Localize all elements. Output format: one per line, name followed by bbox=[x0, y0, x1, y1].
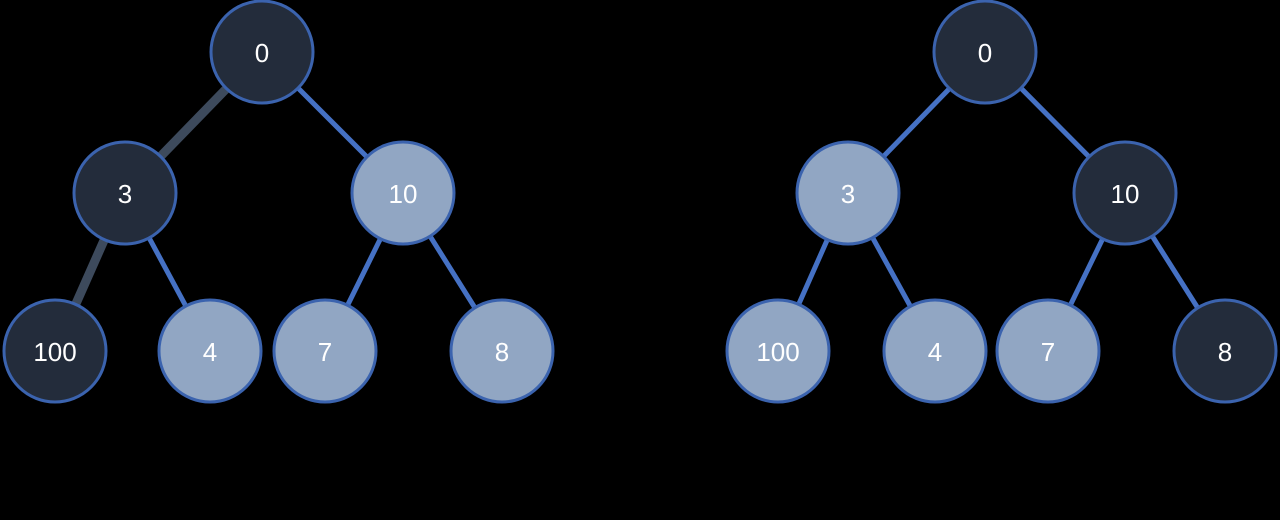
tree-node-7[interactable]: 7 bbox=[995, 298, 1101, 404]
node-circle[interactable] bbox=[72, 140, 178, 246]
tree-node-100[interactable]: 100 bbox=[2, 298, 108, 404]
node-label: 8 bbox=[495, 337, 509, 367]
left-binary-tree-nodes: 0 3 10 100 4 7 8 bbox=[2, 0, 555, 404]
node-label: 3 bbox=[118, 179, 132, 209]
node-circle[interactable] bbox=[725, 298, 831, 404]
node-circle[interactable] bbox=[209, 0, 315, 105]
tree-node-100[interactable]: 100 bbox=[725, 298, 831, 404]
tree-node-4[interactable]: 4 bbox=[882, 298, 988, 404]
right-binary-tree-nodes: 0 3 10 100 4 7 8 bbox=[725, 0, 1278, 404]
node-label: 0 bbox=[255, 38, 269, 68]
node-layer: 0 3 10 100 4 7 8 0 3 10 100 4 7 8 bbox=[2, 0, 1278, 404]
node-label: 4 bbox=[928, 337, 942, 367]
tree-node-8[interactable]: 8 bbox=[449, 298, 555, 404]
node-label: 10 bbox=[389, 179, 418, 209]
node-circle[interactable] bbox=[1072, 140, 1178, 246]
node-circle[interactable] bbox=[882, 298, 988, 404]
tree-node-4[interactable]: 4 bbox=[157, 298, 263, 404]
node-label: 8 bbox=[1218, 337, 1232, 367]
node-label: 7 bbox=[1041, 337, 1055, 367]
tree-node-10[interactable]: 10 bbox=[350, 140, 456, 246]
tree-node-8[interactable]: 8 bbox=[1172, 298, 1278, 404]
tree-node-3[interactable]: 3 bbox=[72, 140, 178, 246]
tree-node-0[interactable]: 0 bbox=[932, 0, 1038, 105]
node-label: 100 bbox=[33, 337, 76, 367]
tree-node-10[interactable]: 10 bbox=[1072, 140, 1178, 246]
node-circle[interactable] bbox=[1172, 298, 1278, 404]
node-circle[interactable] bbox=[2, 298, 108, 404]
node-circle[interactable] bbox=[350, 140, 456, 246]
tree-node-0[interactable]: 0 bbox=[209, 0, 315, 105]
node-circle[interactable] bbox=[157, 298, 263, 404]
node-label: 10 bbox=[1111, 179, 1140, 209]
node-circle[interactable] bbox=[932, 0, 1038, 105]
tree-node-3[interactable]: 3 bbox=[795, 140, 901, 246]
node-label: 7 bbox=[318, 337, 332, 367]
node-circle[interactable] bbox=[995, 298, 1101, 404]
node-circle[interactable] bbox=[449, 298, 555, 404]
node-label: 3 bbox=[841, 179, 855, 209]
node-label: 100 bbox=[756, 337, 799, 367]
tree-node-7[interactable]: 7 bbox=[272, 298, 378, 404]
node-circle[interactable] bbox=[272, 298, 378, 404]
node-label: 4 bbox=[203, 337, 217, 367]
node-circle[interactable] bbox=[795, 140, 901, 246]
node-label: 0 bbox=[978, 38, 992, 68]
